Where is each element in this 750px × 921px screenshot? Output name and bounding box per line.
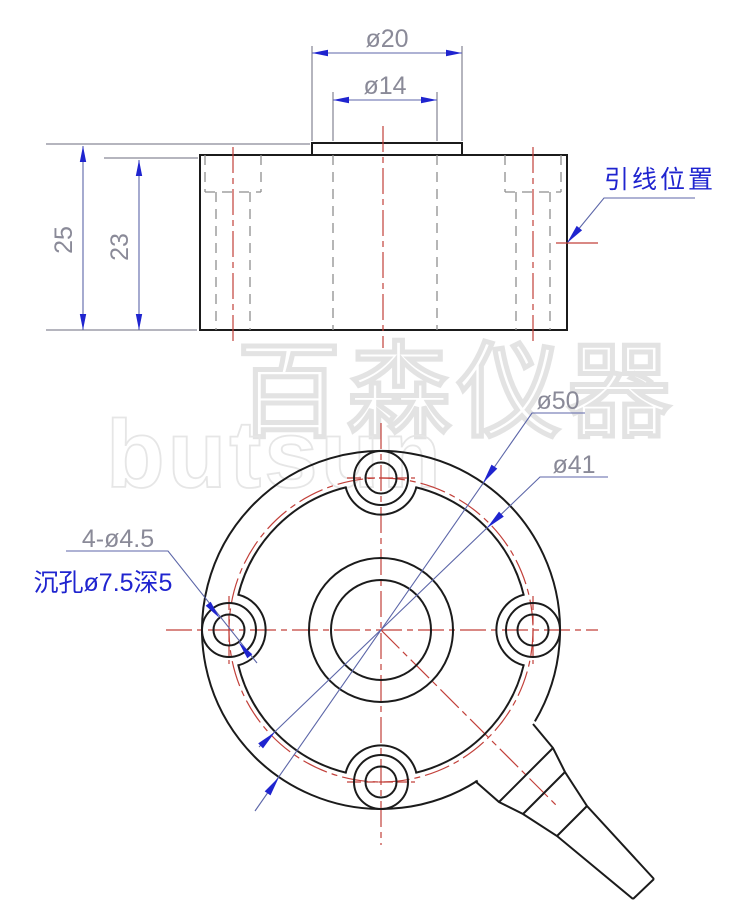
- side-hidden-hole-left: [204, 155, 262, 330]
- dim-phi20-text: ø20: [365, 25, 408, 53]
- watermark-en-text: butsun: [106, 401, 444, 508]
- front-view: ø50 ø41 4-ø4.5 沉孔ø7.5深5: [34, 387, 655, 900]
- mounting-hole-left: [201, 593, 267, 667]
- dim-holes-text: 4-ø4.5: [82, 525, 154, 553]
- cable-gland: [474, 723, 655, 900]
- dim-23: 23: [104, 157, 198, 330]
- dim-phi41-text: ø41: [552, 451, 595, 479]
- center-boss-circle: [308, 557, 454, 703]
- watermark: 百森仪器 butsun: [105, 334, 677, 509]
- lead-position-label: 引线位置: [604, 166, 716, 194]
- dim-25: 25: [46, 143, 310, 331]
- hole-center-ticks: [228, 477, 534, 783]
- mounting-hole-bottom: [344, 744, 418, 810]
- side-hidden-hole-center: [332, 155, 438, 330]
- mounting-hole-top: [344, 450, 418, 516]
- watermark-cn-text: 百森仪器: [237, 335, 677, 451]
- lead-position-leader: 引线位置: [567, 166, 716, 243]
- dim-phi50-text: ø50: [536, 387, 579, 415]
- side-body-outline: [199, 154, 568, 331]
- dim-25-text: 25: [50, 226, 78, 254]
- outer-circle-phi50: [201, 449, 561, 810]
- step-circle-phi41: [237, 486, 525, 774]
- dim-phi14-text: ø14: [363, 72, 406, 100]
- dim-phi20: ø20: [311, 25, 463, 141]
- mounting-hole-right: [495, 593, 561, 667]
- dim-phi14: ø14: [332, 72, 438, 141]
- dim-holes-leader: 4-ø4.5 沉孔ø7.5深5: [34, 525, 258, 664]
- side-hidden-hole-right: [504, 155, 562, 330]
- side-boss-outline: [311, 142, 463, 155]
- counterbore-note-text: 沉孔ø7.5深5: [34, 569, 173, 597]
- side-view: ø20 ø14 25 23: [46, 25, 716, 348]
- dim-23-text: 23: [106, 233, 134, 261]
- dim-phi50: ø50: [254, 387, 585, 812]
- dim-phi41: ø41: [258, 451, 608, 749]
- center-hole-circle: [330, 579, 432, 681]
